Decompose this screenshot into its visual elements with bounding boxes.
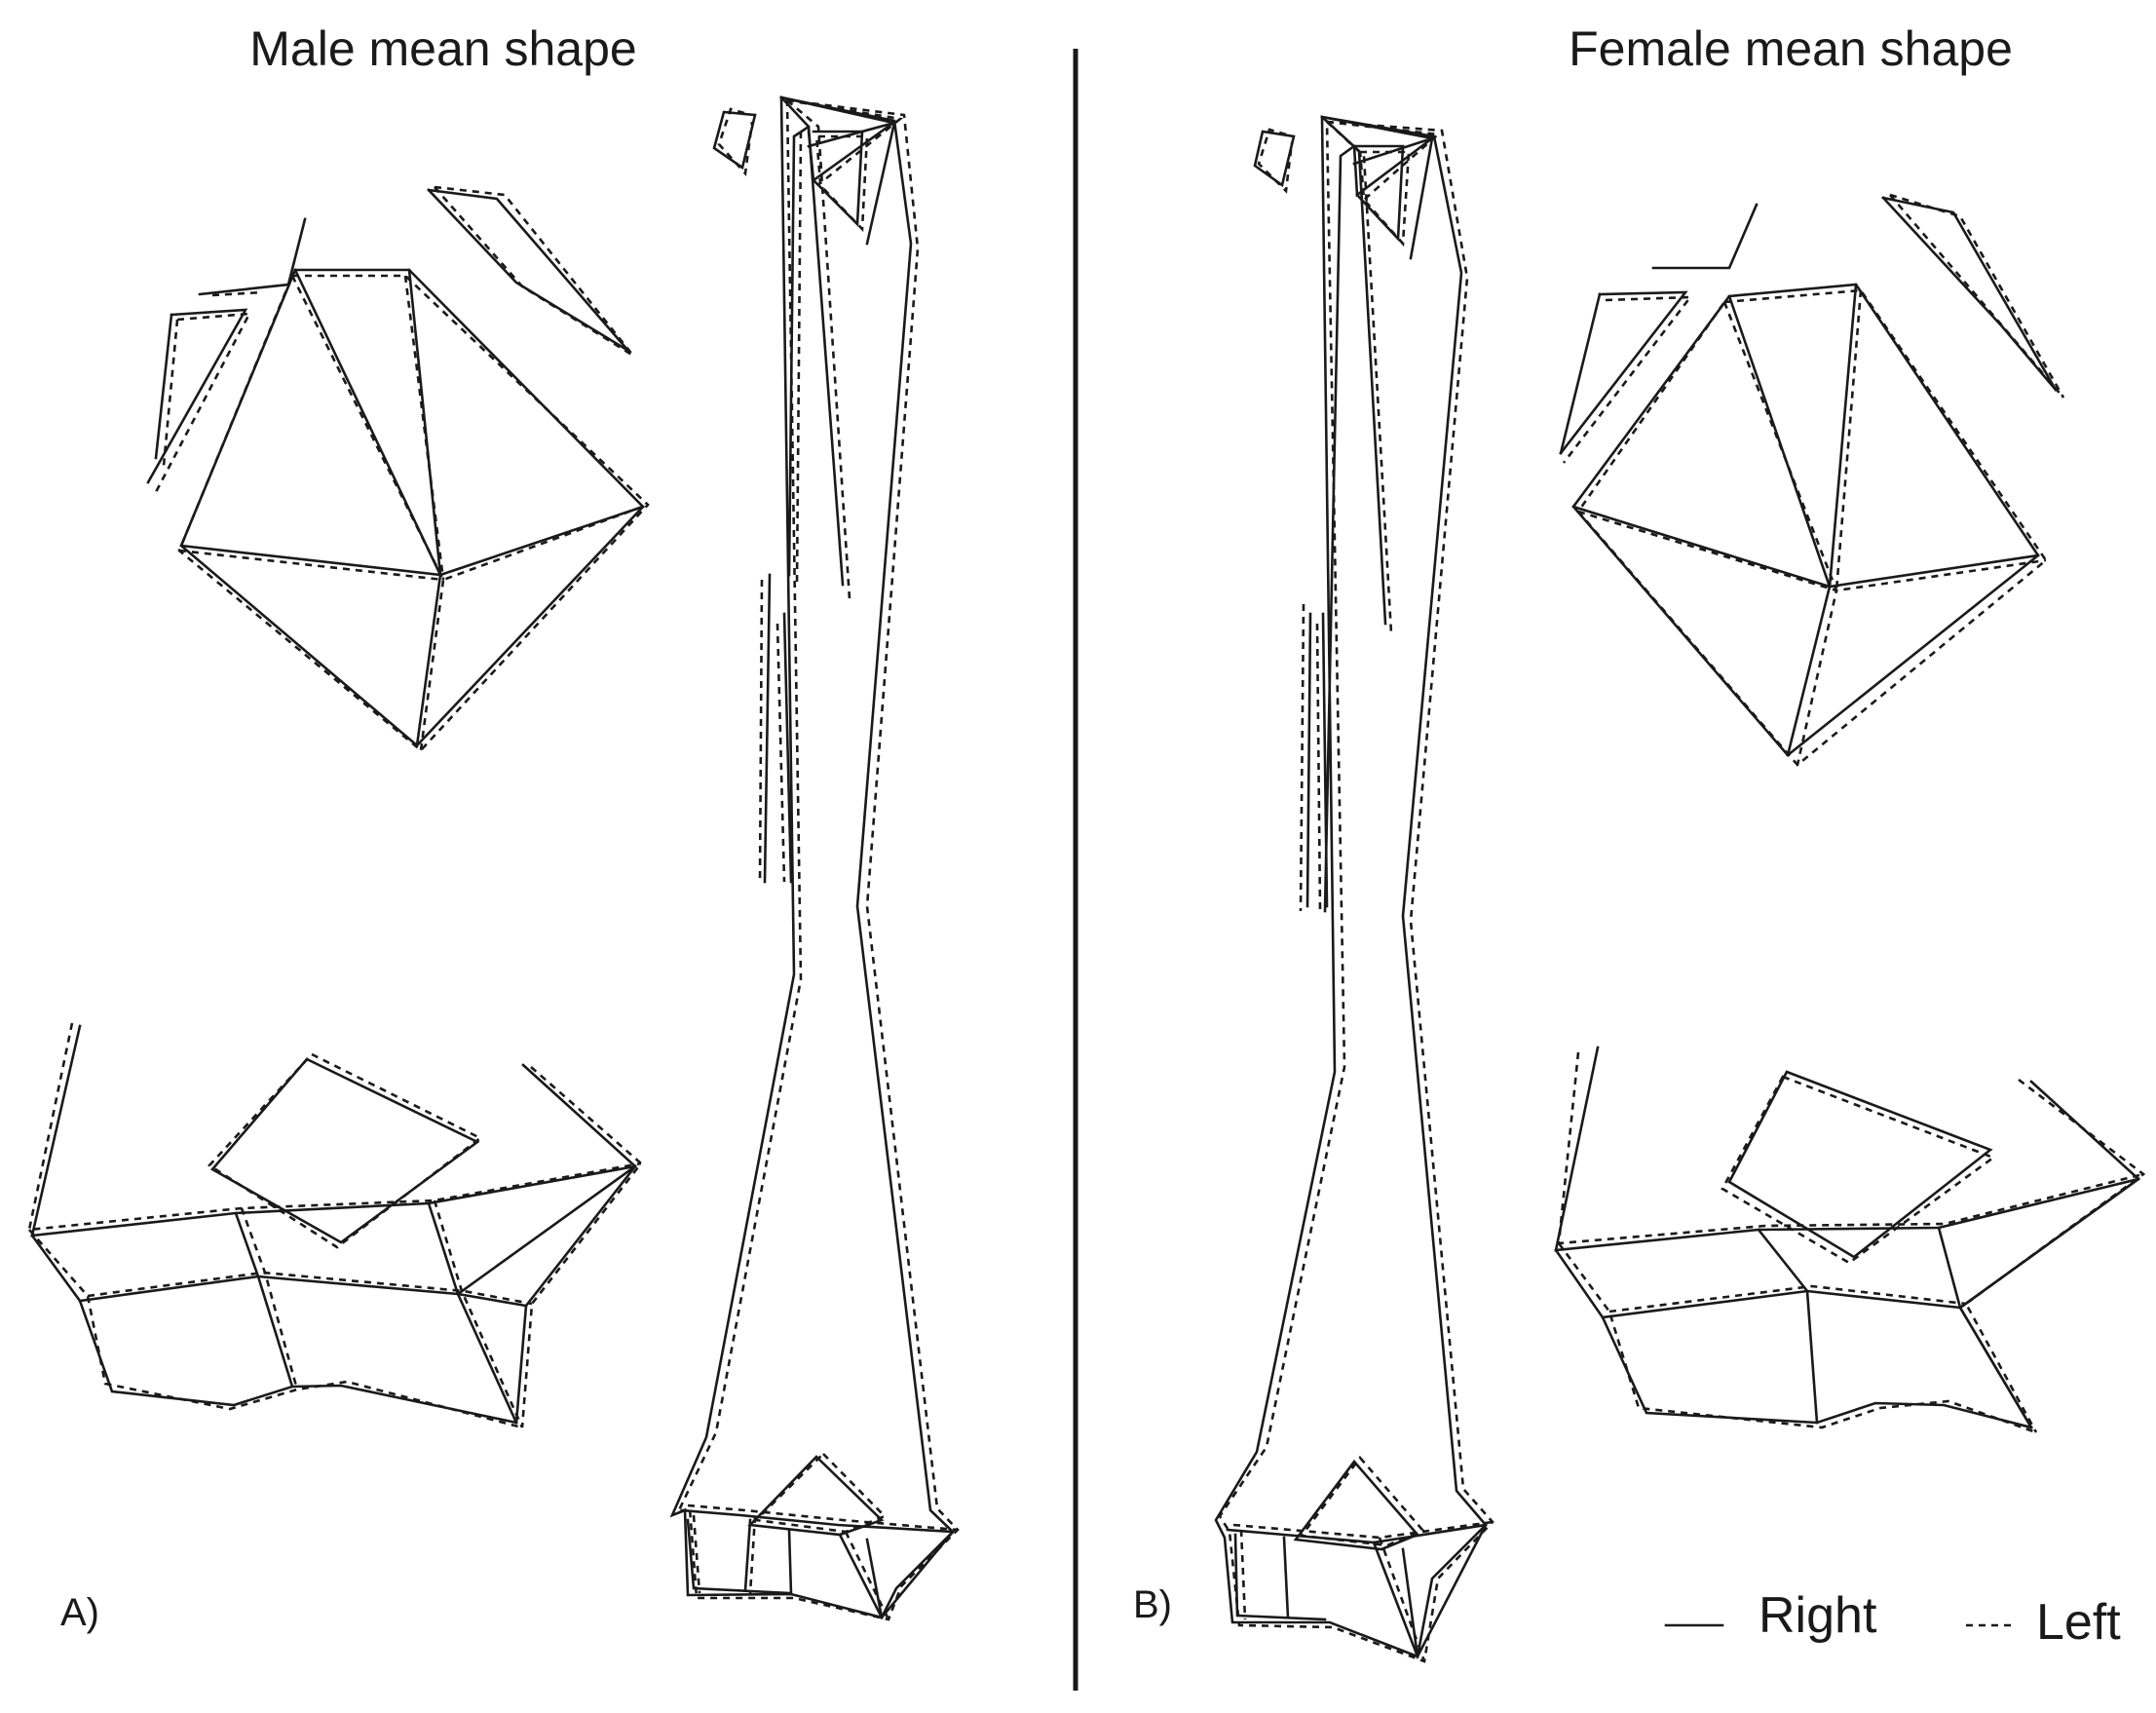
panel-b-bottom-view-left [1557, 1051, 2146, 1434]
panel-a-bottom-view-left [27, 1022, 643, 1429]
panel-b-bottom-view-right [1554, 1046, 2141, 1429]
panel-b-label: B) [1133, 1583, 1172, 1626]
panel-a-side-view-left [675, 98, 960, 1621]
panel-a-top-view-right [146, 188, 645, 747]
panel-a-side-view-right [669, 95, 955, 1620]
panel-a-label: A) [60, 1591, 99, 1634]
panel-a-top-view-left [154, 185, 650, 752]
panel-b: Female mean shape B) [1133, 21, 2146, 1663]
panel-b-top-view-left [1562, 193, 2065, 767]
panel-b-top-view-right [1559, 196, 2058, 757]
legend-right-label: Right [1759, 1587, 1877, 1644]
panel-a-title: Male mean shape [249, 21, 636, 76]
legend: Right Left [1664, 1587, 2121, 1651]
panel-a: Male mean shape A) [27, 21, 960, 1634]
panel-a-bottom-view-right [30, 1024, 637, 1425]
panel-b-side-view-left [1218, 120, 1494, 1663]
panel-b-title: Female mean shape [1569, 21, 2013, 76]
legend-left-label: Left [2036, 1594, 2121, 1651]
panel-b-side-view-right [1214, 115, 1488, 1660]
